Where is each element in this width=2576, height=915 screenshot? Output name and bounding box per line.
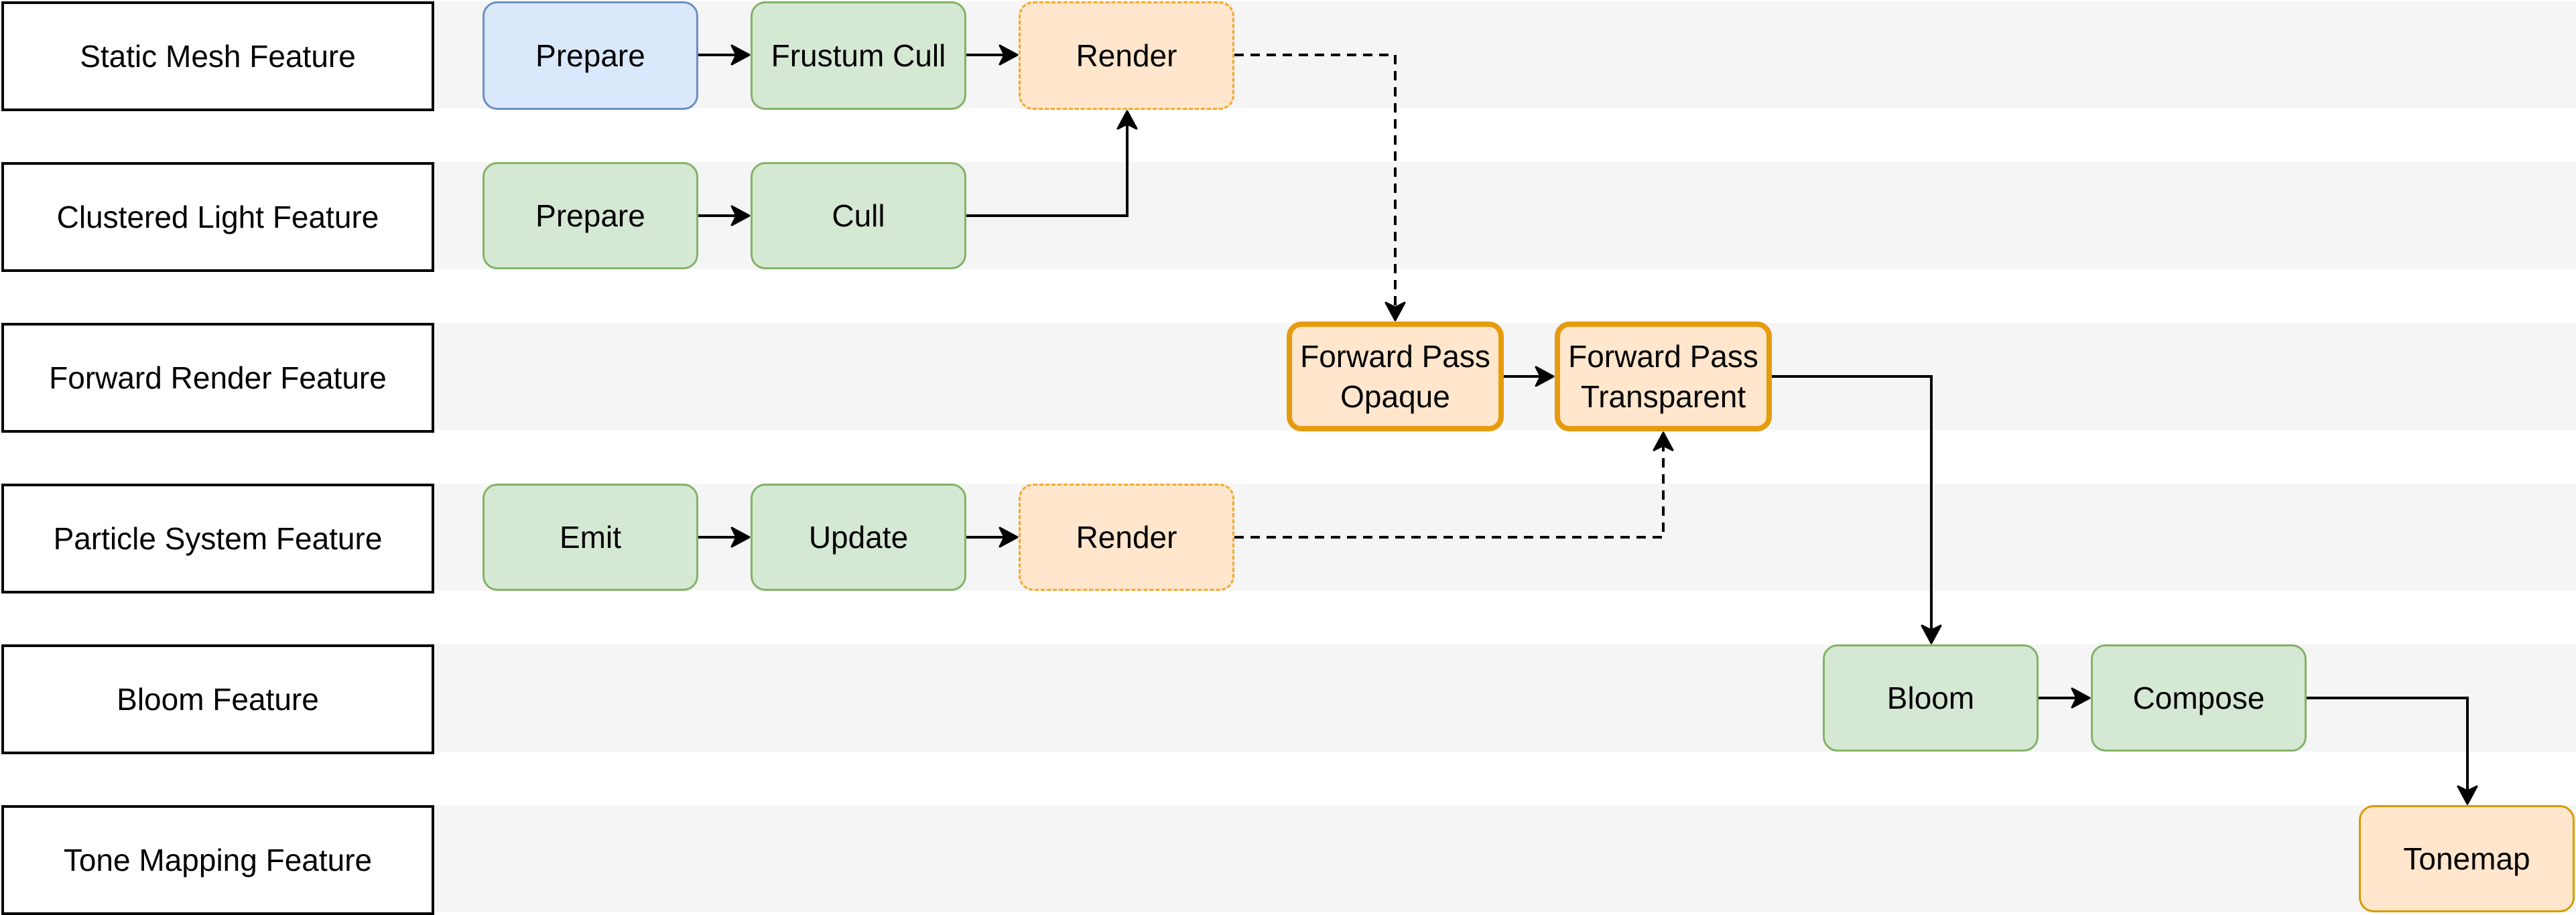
node-clustered-light-cull[interactable]: Cull — [751, 162, 966, 269]
lane-label-clustered-light: Clustered Light Feature — [1, 162, 434, 272]
lane-label-forward-render: Forward Render Feature — [1, 323, 434, 433]
node-static-mesh-frustum-cull[interactable]: Frustum Cull — [751, 1, 966, 110]
arrowhead — [1116, 110, 1138, 130]
lane-label-static-mesh: Static Mesh Feature — [1, 1, 434, 111]
node-clustered-light-prepare[interactable]: Prepare — [482, 162, 698, 269]
arrowhead — [1921, 624, 1942, 644]
arrowhead — [1384, 301, 1406, 322]
lane-background — [432, 805, 2576, 912]
lane-label-particle-system: Particle System Feature — [1, 484, 434, 593]
node-particle-emit[interactable]: Emit — [482, 484, 698, 591]
node-particle-update[interactable]: Update — [751, 484, 966, 591]
node-particle-render[interactable]: Render — [1019, 484, 1234, 591]
arrowhead — [1653, 431, 1674, 451]
lane-label-tone-mapping: Tone Mapping Feature — [1, 805, 434, 915]
node-forward-pass-transparent[interactable]: Forward Pass Transparent — [1555, 322, 1772, 431]
node-forward-pass-opaque[interactable]: Forward Pass Opaque — [1287, 322, 1504, 431]
node-tonemap[interactable]: Tonemap — [2359, 805, 2575, 912]
node-static-mesh-render[interactable]: Render — [1019, 1, 1234, 110]
arrowhead — [2457, 785, 2478, 805]
node-static-mesh-prepare[interactable]: Prepare — [482, 1, 698, 110]
lane-background — [432, 323, 2576, 430]
node-bloom[interactable]: Bloom — [1823, 644, 2039, 752]
lane-label-bloom: Bloom Feature — [1, 644, 434, 754]
node-compose[interactable]: Compose — [2091, 644, 2307, 752]
